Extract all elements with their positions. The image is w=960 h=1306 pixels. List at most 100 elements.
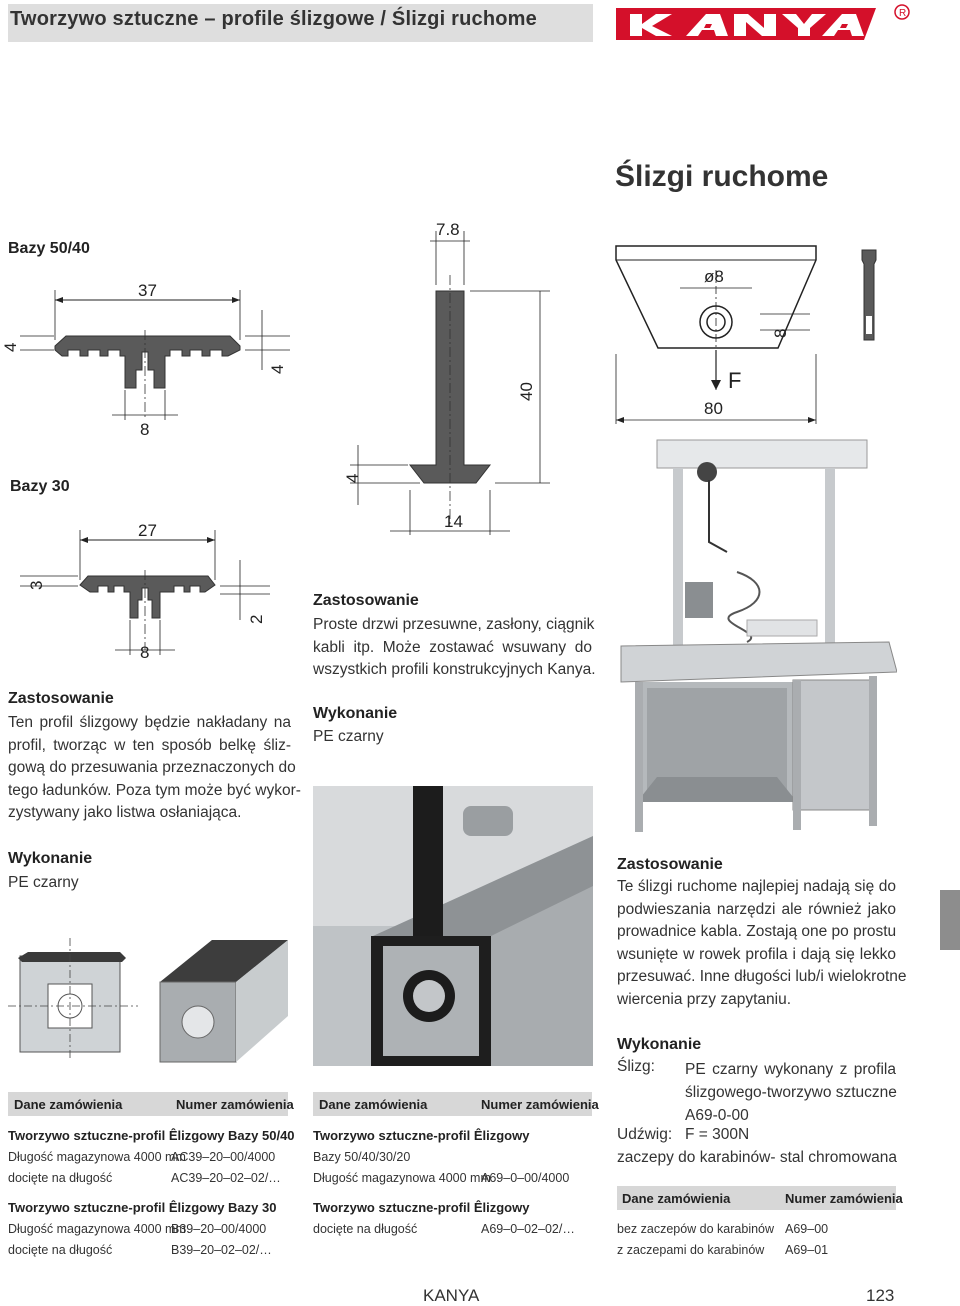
right-application-line: wsunięte w rowek profila i dają się lekk… [617,945,896,963]
bazy30-diagram: 27 3 2 8 [20,521,270,662]
row-code: AC39–20–02–02/… [171,1171,281,1185]
table-row: docięte na długość A69–0–02–02/… [313,1222,592,1240]
left-application-text: Ten profil ślizgowy będzie nakładany na … [8,712,301,825]
right-application-line: wiercenia przy zapytaniu. [617,990,792,1008]
table-row: Długość magazynowa 4000 mm B39–20–00/400… [8,1222,288,1240]
mid-application-heading: Zastosowanie [313,592,419,609]
row-label: docięte na długość [8,1171,113,1185]
profile-section-photo [8,938,138,1058]
mid-application-line: wszystkich profili konstrukcyjnych Kanya… [313,661,596,678]
right-application-text: Te ślizgi ruchome najlepiej nadają się d… [617,876,907,1011]
table-row: docięte na długość B39–20–02–02/… [8,1243,288,1261]
row-code: A69–01 [785,1243,829,1257]
table-row: bez zaczepów do karabinów A69–00 [617,1222,896,1240]
table-row: docięte na długość AC39–20–02–02/… [8,1171,288,1189]
svg-text:37: 37 [138,281,157,300]
profile-closeup-photo [313,786,593,1066]
mid-table-header: Dane zamówienia Numer zamówienia [313,1092,599,1116]
mid-application-line: Proste drzwi przesuwne, zasłony, ciągnik [313,616,595,633]
dims-holder [0,0,1,1]
right-table-header: Dane zamówienia Numer zamówienia [617,1186,903,1210]
right-application-line: Te ślizgi ruchome najlepiej nadają się d… [617,878,896,895]
bazy30-label: Bazy 30 [10,478,70,495]
right-table-col1: Dane zamówienia [622,1191,731,1206]
svg-text:2: 2 [247,615,266,624]
table-row: Długość magazynowa 4000 mm AC39–20–00/40… [8,1150,288,1168]
slider-label: Ślizg: [617,1058,655,1075]
svg-text:3: 3 [27,581,46,590]
header-bar [8,4,593,42]
row-code: AC39–20–00/4000 [171,1150,276,1164]
row-code: A69–0–02–02/… [481,1222,575,1236]
load-label: Udźwig: [617,1126,673,1143]
load-value: F = 300N [685,1126,750,1143]
row-label: Długość magazynowa 4000 mm [8,1222,186,1236]
slider-detail-line: A69-0-00 [685,1107,749,1124]
left-application-line: zystywany jako listwa osłaniająca. [8,804,242,821]
mid-execution-text: PE czarny [313,728,384,745]
left-table-col2: Numer zamówienia [176,1097,294,1112]
right-application-line: podwieszania narzędzi ale również jako [617,900,896,918]
chapter-tab [940,890,960,950]
middle-profile-diagram: 7.8 40 4 14 [343,220,550,535]
row-label: z zaczepami do karabinów [617,1243,765,1257]
table-row: Długość magazynowa 4000 mm A69–0–00/4000 [313,1171,592,1189]
mid-execution-heading: Wykonanie [313,705,398,722]
footer-brand: KANYA [423,1286,480,1305]
left-table-col1: Dane zamówienia [14,1097,123,1112]
slider-detail-line: ślizgowego-tworzywo sztuczne [685,1084,897,1101]
profile-photo [152,932,288,1064]
svg-text:40: 40 [517,382,536,401]
mid-application-line: kabli itp. Może zostawać wsuwany do [313,638,592,656]
right-application-line: prowadnice kabla. Zostają one po prostu [617,923,897,940]
page-number: 123 [866,1286,895,1305]
bazy50-label: Bazy 50/40 [8,240,90,257]
section-title: Ślizgi ruchome [615,160,829,193]
table-row: z zaczepami do karabinów A69–01 [617,1243,896,1261]
left-group1-title: Tworzywo sztuczne-profil Êlizgowy Bazy 5… [8,1128,295,1143]
left-application-heading: Zastosowanie [8,690,114,707]
left-execution-text: PE czarny [8,874,79,891]
row-label: docięte na długość [313,1222,418,1236]
slider-width-dim: 80 [704,399,723,418]
row-label: Długość magazynowa 4000 mm [313,1171,491,1185]
right-execution-heading: Wykonanie [617,1036,702,1053]
row-code: B39–20–00/4000 [171,1222,267,1236]
left-group2-title: Tworzywo sztuczne-profil Êlizgowy Bazy 3… [8,1200,277,1215]
workbench-photo [617,432,897,837]
svg-text:7.8: 7.8 [436,220,460,239]
right-table-col2: Numer zamówienia [785,1191,903,1206]
mid-group1-title: Tworzywo sztuczne-profil Êlizgowy [313,1128,530,1143]
kanya-logo: R [616,4,910,40]
svg-text:14: 14 [444,512,463,531]
slider-diagram: ø8 8 F 80 [615,245,877,424]
svg-text:4: 4 [1,343,20,352]
row-code: A69–00 [785,1222,829,1236]
row-code: A69–0–00/4000 [481,1171,570,1185]
right-application-heading: Zastosowanie [617,856,723,873]
slider-force-dim: F [728,368,741,393]
hooks-text: zaczepy do karabinów- stal chromowana [617,1149,897,1166]
mid-group2-title: Tworzywo sztuczne-profil Êlizgowy [313,1200,530,1215]
right-application-line: przesuwać. Inne długości lub/i wielokrot… [617,968,907,985]
left-table-header: Dane zamówienia Numer zamówienia [8,1092,294,1116]
svg-text:4: 4 [268,365,287,374]
svg-text:8: 8 [140,643,149,662]
mid-group1-subtitle: Bazy 50/40/30/20 [313,1150,411,1164]
slider-height-dim: 8 [771,329,790,338]
slider-detail: PE czarny wykonany z profila ślizgowego-… [685,1058,897,1127]
bazy50-diagram: 37 4 4 8 [1,281,290,439]
row-code: B39–20–02–02/… [171,1243,272,1257]
svg-text:R: R [899,8,906,19]
slider-hole-dim: ø8 [704,267,724,286]
mid-application-text: Proste drzwi przesuwne, zasłony, ciągnik… [313,614,596,682]
svg-text:27: 27 [138,521,157,540]
row-label: docięte na długość [8,1243,113,1257]
left-execution-heading: Wykonanie [8,850,93,867]
row-label: bez zaczepów do karabinów [617,1222,775,1236]
left-application-line: gową do przesuwania przeznaczonych do [8,759,296,776]
svg-text:8: 8 [140,420,149,439]
row-label: Długość magazynowa 4000 mm [8,1150,186,1164]
mid-table-col2: Numer zamówienia [481,1097,599,1112]
left-application-line: profil, tworząc w ten sposób belkę śliz- [8,736,291,754]
